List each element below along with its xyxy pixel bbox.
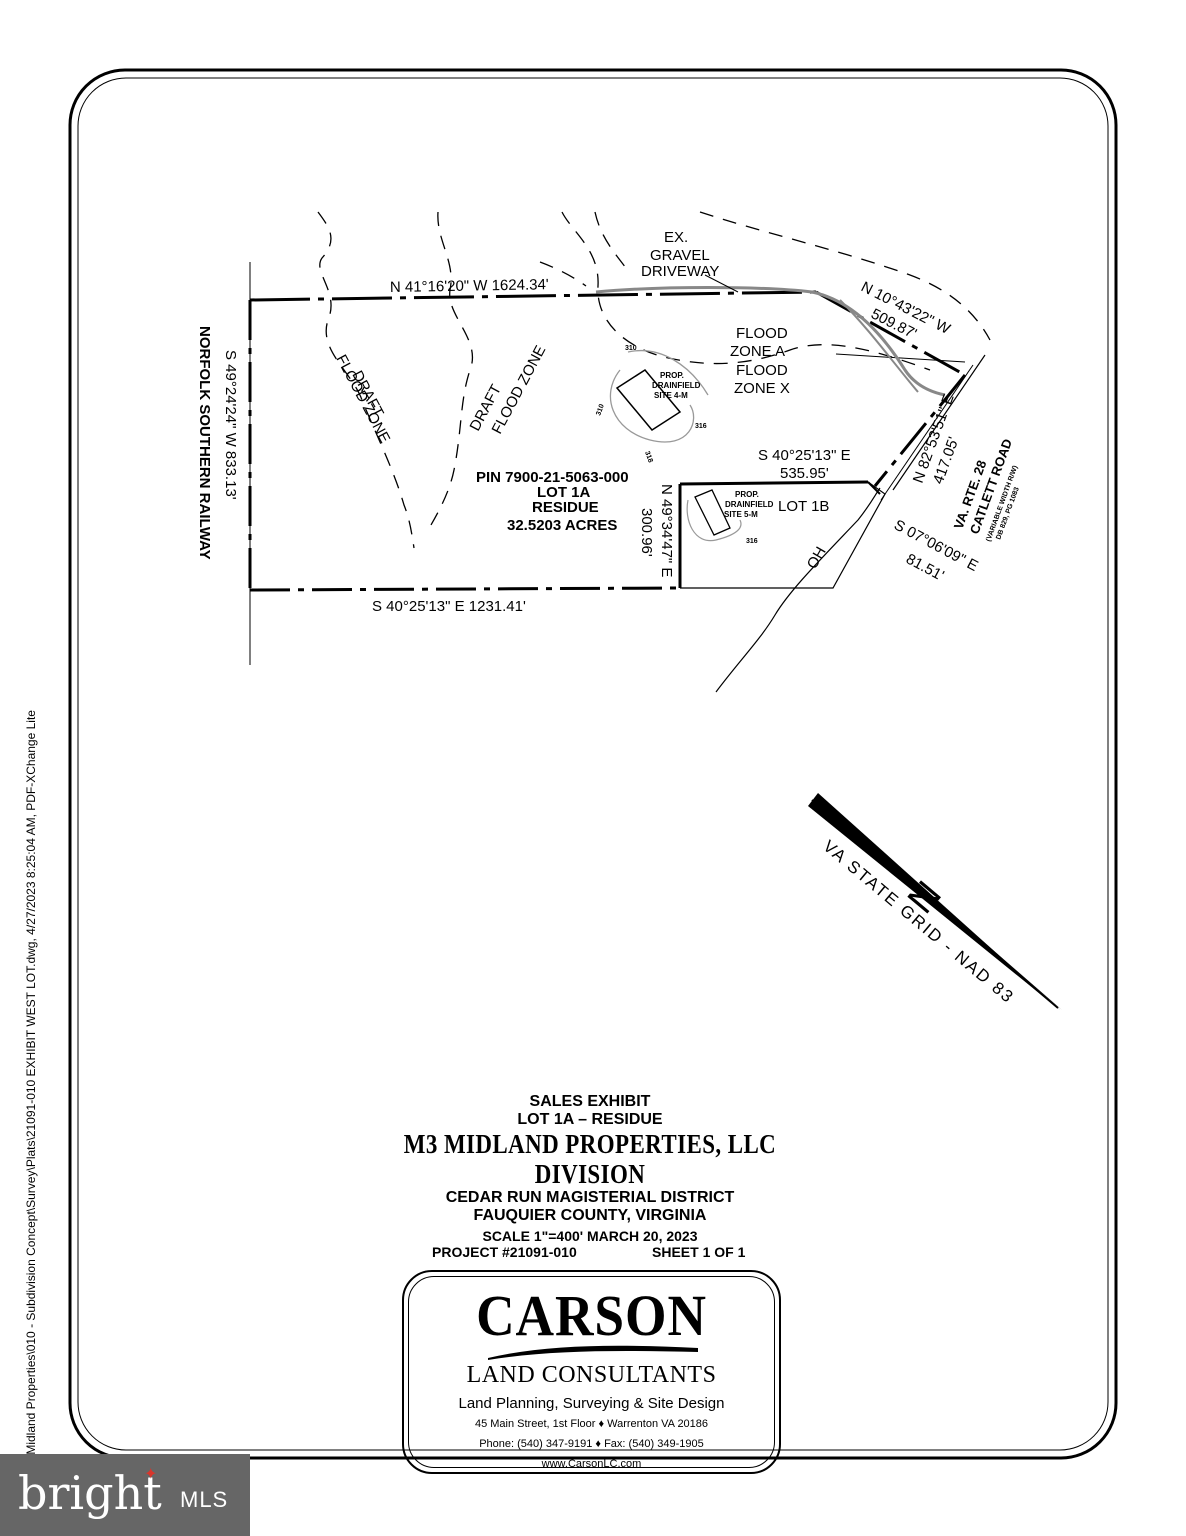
- contour-label: 318: [643, 450, 654, 463]
- drainfield-4-label-1: PROP.: [660, 371, 684, 380]
- watermark-suffix: MLS: [180, 1487, 229, 1512]
- flood-zone-x-2: ZONE X: [734, 380, 790, 397]
- title-block: SALES EXHIBIT LOT 1A – RESIDUE M3 MIDLAN…: [330, 1093, 850, 1245]
- logo-address: 45 Main Street, 1st Floor ♦ Warrenton VA…: [474, 1418, 709, 1430]
- watermark-star-icon: ✦: [144, 1466, 158, 1483]
- sheet-number: SHEET 1 OF 1: [652, 1244, 746, 1260]
- title-line-1: SALES EXHIBIT: [529, 1093, 651, 1110]
- title-line-3: M3 MIDLAND PROPERTIES, LLC DIVISION: [403, 1129, 777, 1189]
- inner-bearing: S 40°25'13" E: [758, 447, 851, 464]
- residue-label: RESIDUE: [532, 499, 599, 516]
- flood-zone-x-1: FLOOD: [736, 362, 788, 379]
- logo-name: CARSON: [476, 1283, 707, 1348]
- pin-label: PIN 7900-21-5063-000: [476, 469, 629, 486]
- railway-label: NORFOLK SOUTHERN RAILWAY: [196, 326, 213, 560]
- flood-zone-a-1: FLOOD: [736, 325, 788, 342]
- north-arrow: [808, 793, 1062, 1010]
- oh-label: OH: [804, 544, 830, 572]
- drainfield-5-label-3: SITE 5-M: [724, 510, 758, 519]
- bottom-bearing: S 40°25'13" E 1231.41': [372, 598, 526, 615]
- gravel-driveway-label-2: GRAVEL: [650, 247, 710, 264]
- project-number: PROJECT #21091-010: [432, 1244, 577, 1260]
- title-line-4: CEDAR RUN MAGISTERIAL DISTRICT: [445, 1189, 735, 1206]
- drainfield-5-label-1: PROP.: [735, 490, 759, 499]
- drainfield-4-label-2: DRAINFIELD: [652, 381, 701, 390]
- drainfield-site-5m: [694, 489, 731, 536]
- logo-services: Land Planning, Surveying & Site Design: [458, 1395, 725, 1412]
- draft-flood-zone-left-2: FLOOD ZONE: [332, 352, 393, 446]
- top-bearing: N 41°16'20" W 1624.34': [390, 276, 549, 296]
- carson-logo: CARSON LAND CONSULTANTS Land Planning, S…: [402, 1270, 781, 1474]
- lot-1a-boundary: [248, 290, 967, 592]
- lot-1a-label: LOT 1A: [537, 484, 591, 501]
- inner-distance: 535.95': [780, 465, 829, 482]
- gravel-driveway-label-1: EX.: [664, 229, 688, 246]
- watermark-brand: bright: [18, 1466, 162, 1520]
- file-path-note: - Midland Properties\010 - Subdivision C…: [24, 710, 38, 1462]
- contour-label: 316: [695, 423, 707, 430]
- west-bearing: S 49°24'24" W 833.13': [222, 350, 239, 500]
- title-line-6: SCALE 1"=400' MARCH 20, 2023: [482, 1228, 698, 1244]
- logo-website: www.CarsonLC.com: [541, 1458, 642, 1470]
- drainfield-site-4m: [615, 369, 682, 431]
- lot-1b-label: LOT 1B: [778, 498, 829, 515]
- logo-subtitle: LAND CONSULTANTS: [466, 1362, 717, 1388]
- flood-zone-a-2: ZONE A: [730, 343, 785, 360]
- lot-1b-boundary: [680, 481, 886, 589]
- drainfield-5-label-2: DRAINFIELD: [725, 500, 774, 509]
- logo-swoosh: [488, 1345, 698, 1360]
- overhead-line: [715, 487, 881, 693]
- sheet-border: [68, 68, 1118, 1460]
- contour-label: 316: [746, 538, 758, 545]
- inner-vert-bearing: N 49°34'47" E: [658, 484, 675, 577]
- drainfield-4-label-3: SITE 4-M: [654, 391, 688, 400]
- title-line-2: LOT 1A – RESIDUE: [517, 1111, 663, 1128]
- acres-label: 32.5203 ACRES: [507, 517, 617, 534]
- contour-label: 310: [595, 403, 606, 416]
- logo-phone: Phone: (540) 347-9191 ♦ Fax: (540) 349-1…: [479, 1438, 704, 1450]
- title-line-5: FAUQUIER COUNTY, VIRGINIA: [473, 1207, 707, 1224]
- inner-vert-distance: 300.96': [638, 508, 655, 557]
- grid-label: VA STATE GRID - NAD 83: [819, 837, 1018, 1008]
- gravel-driveway-label-3: DRIVEWAY: [641, 263, 719, 280]
- gravel-driveway: [595, 286, 946, 397]
- bright-mls-watermark: bright ✦ MLS: [0, 1454, 250, 1536]
- contour-label: 310: [625, 345, 637, 352]
